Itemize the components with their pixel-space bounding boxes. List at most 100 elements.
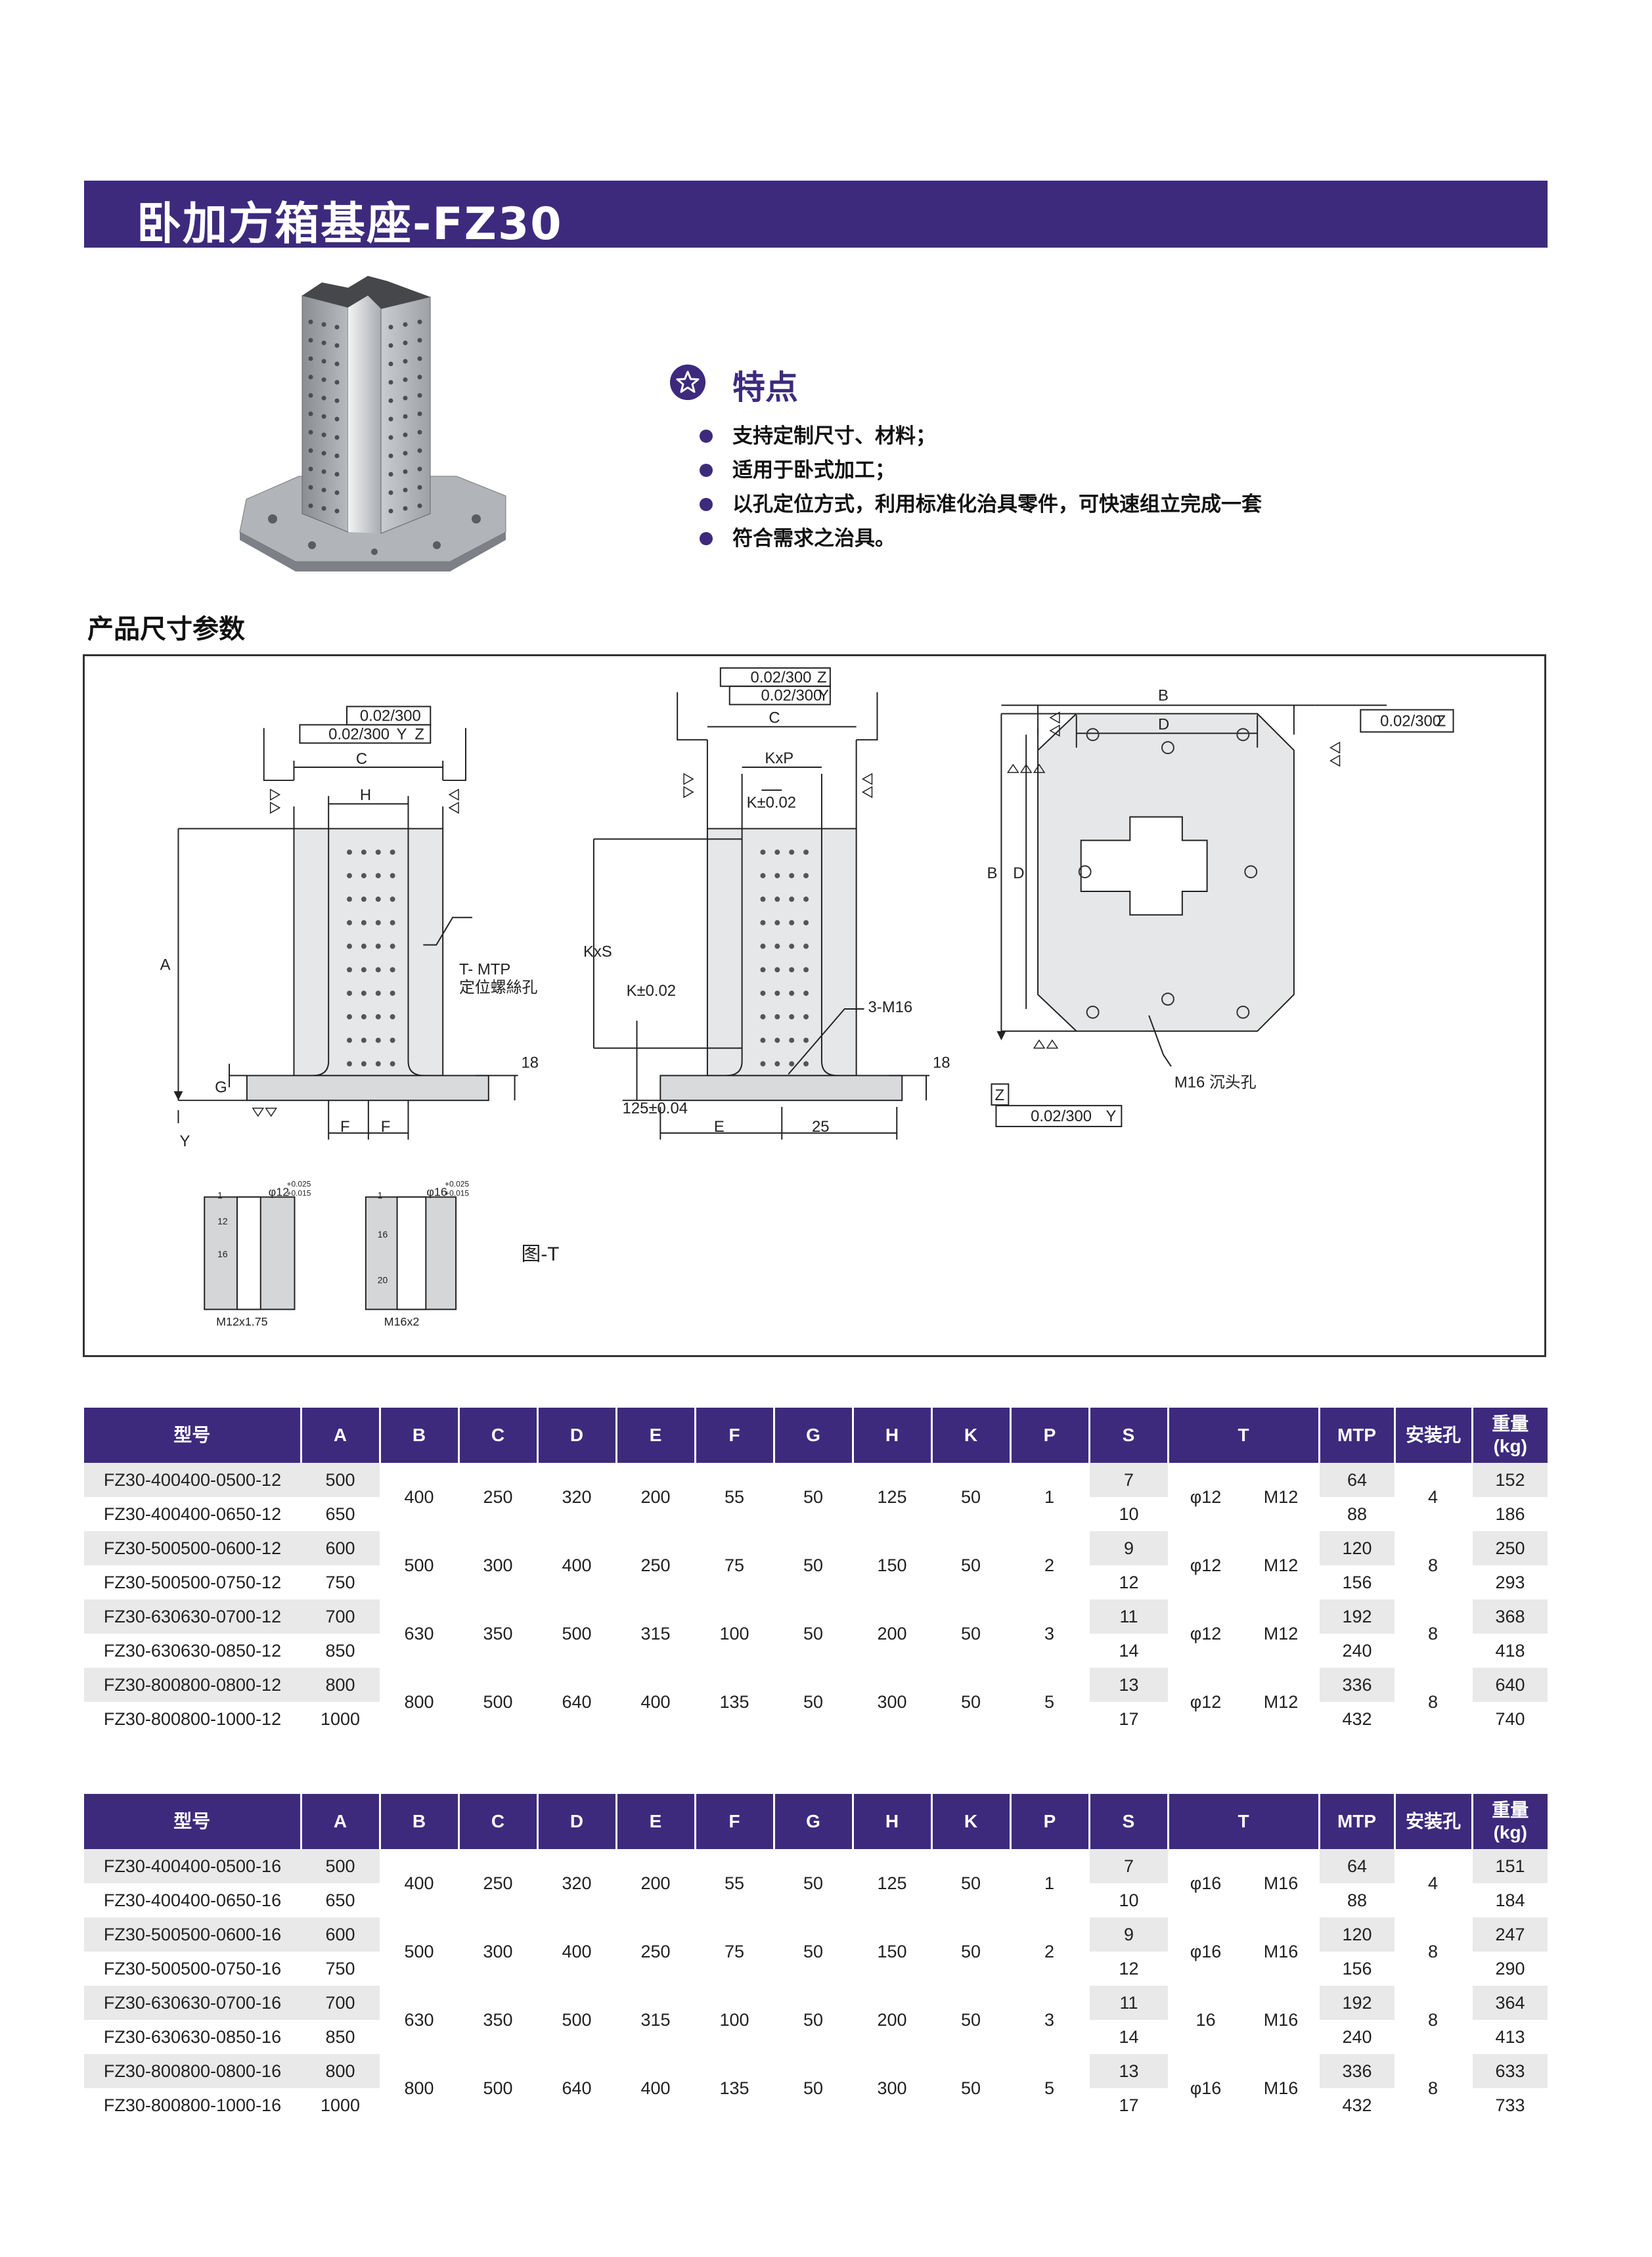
col-g: G: [772, 1794, 853, 1849]
hole: [321, 359, 326, 364]
side-dim-25: 25: [812, 1118, 830, 1136]
side-dim-e: E: [714, 1118, 725, 1136]
hole: [403, 322, 408, 327]
cell-s: 13: [1088, 2054, 1168, 2088]
side-m16-label: 3-M16: [868, 998, 913, 1016]
hole: [388, 416, 393, 422]
hole-dot: [760, 943, 766, 949]
cell-p: 2: [1010, 1917, 1089, 1986]
hole: [388, 435, 393, 440]
hole-dot: [774, 1037, 780, 1043]
cell-d: 400: [537, 1531, 616, 1599]
cell-t-dia: φ12: [1168, 1531, 1243, 1599]
front-dim-g: G: [215, 1079, 227, 1096]
hole: [308, 411, 313, 416]
cell-b: 400: [380, 1463, 458, 1531]
cell-c: 250: [458, 1463, 537, 1531]
cell-weight: 413: [1471, 2020, 1548, 2054]
cell-mtp: 192: [1318, 1986, 1395, 2020]
col-weight-unit: (kg): [1493, 1822, 1527, 1843]
top-dim-d: D: [1158, 715, 1169, 733]
cell-model: FZ30-630630-0700-12: [84, 1599, 301, 1634]
hole: [417, 430, 422, 435]
col-b: B: [378, 1794, 458, 1849]
cell-g: 50: [774, 1849, 853, 1917]
hole-dot: [789, 849, 795, 855]
hole-dot: [789, 943, 795, 949]
cell-a: 800: [301, 1668, 380, 1702]
cell-model: FZ30-400400-0500-16: [84, 1849, 301, 1883]
table-header-row: 型号 A B C D E F G H K P S T MTP 安装孔 重量(kg…: [84, 1794, 1548, 1849]
cell-model: FZ30-500500-0750-12: [84, 1565, 301, 1599]
hole: [321, 469, 326, 474]
hole-dot: [347, 1014, 352, 1019]
cell-c: 350: [458, 1599, 537, 1668]
col-a: A: [300, 1794, 380, 1849]
cell-b: 630: [380, 1599, 458, 1668]
hole: [334, 324, 340, 330]
cell-f: 135: [695, 1668, 774, 1736]
mount-hole: [1244, 865, 1258, 879]
mount-hole: [1161, 741, 1174, 755]
cell-a: 500: [301, 1463, 380, 1497]
cell-weight: 368: [1471, 1599, 1548, 1634]
cell-t-thread: M12: [1243, 1531, 1320, 1599]
front-datum-y: Y: [179, 1132, 190, 1150]
cell-mtp: 240: [1318, 1634, 1395, 1668]
hole-dot: [347, 1037, 352, 1043]
cell-s: 7: [1088, 1849, 1168, 1883]
side-perp-tol: 0.02/300: [761, 687, 822, 705]
detail-2-n1: 1: [378, 1190, 383, 1200]
hole-dot: [347, 896, 352, 902]
hole: [388, 398, 393, 403]
hole: [334, 380, 340, 385]
hole: [334, 398, 340, 403]
cell-f: 75: [695, 1917, 774, 1986]
cell-s: 9: [1088, 1531, 1168, 1565]
cell-e: 250: [616, 1531, 695, 1599]
col-weight: 重量(kg): [1471, 1794, 1548, 1849]
detail-1-tol-dn: +0.015: [287, 1188, 311, 1197]
mount-hole: [1236, 1006, 1250, 1019]
hole-dot: [774, 991, 780, 996]
hole-dot: [789, 1061, 795, 1067]
detail-1-n12: 12: [217, 1216, 228, 1226]
hole: [388, 380, 393, 385]
col-weight: 重量(kg): [1471, 1408, 1548, 1463]
hole: [403, 506, 408, 511]
technical-drawing: 0.02/300 0.02/300 Y Z C H A G F F T- MTP…: [83, 654, 1546, 1357]
detail-2-tol-up: +0.025: [445, 1179, 469, 1188]
top-perp-tol: 0.02/300: [1380, 712, 1441, 730]
cell-weight: 152: [1471, 1463, 1548, 1497]
hole-dot: [361, 920, 367, 926]
cell-t-thread: M16: [1243, 1986, 1320, 2054]
cell-p: 2: [1010, 1531, 1089, 1599]
table-header-row: 型号 A B C D E F G H K P S T MTP 安装孔 重量(kg…: [84, 1408, 1548, 1463]
cell-weight: 293: [1471, 1565, 1548, 1599]
cell-model: FZ30-800800-1000-16: [84, 2088, 301, 2122]
cell-k: 50: [931, 1668, 1010, 1736]
cell-a: 600: [301, 1531, 380, 1565]
cell-mtp: 88: [1318, 1497, 1395, 1531]
cell-a: 600: [301, 1917, 380, 1952]
col-h: H: [851, 1794, 931, 1849]
hole: [334, 343, 340, 348]
title-bar: 卧加方箱基座-FZ30: [84, 181, 1548, 250]
hole-dot: [375, 873, 381, 879]
cell-model: FZ30-630630-0850-12: [84, 1634, 301, 1668]
cell-d: 320: [537, 1463, 616, 1531]
cell-holes: 8: [1395, 1531, 1473, 1599]
mount-hole: [1086, 1006, 1100, 1019]
cell-model: FZ30-800800-0800-16: [84, 2054, 301, 2088]
cell-mtp: 120: [1318, 1531, 1395, 1565]
cell-g: 50: [774, 1917, 853, 1986]
front-dim-18: 18: [522, 1054, 539, 1071]
hole: [417, 411, 422, 416]
